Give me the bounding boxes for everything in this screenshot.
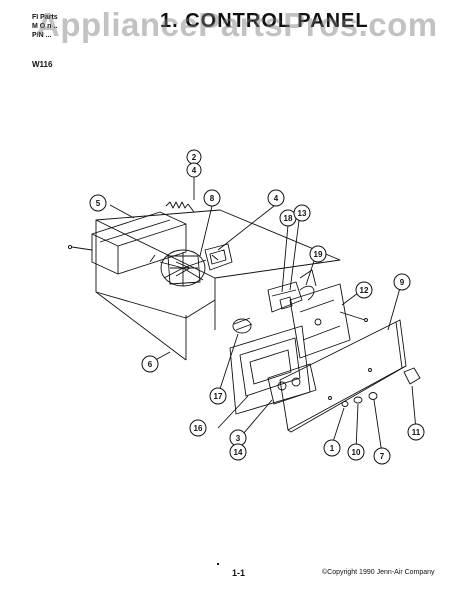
duct-bracket [67,211,187,275]
callout-14 [229,443,247,461]
callout-11 [407,423,425,441]
fan-motor-assembly [149,249,219,287]
callout-16 [189,419,207,437]
callout-17 [209,387,227,405]
page-number: 1-1 [232,568,246,578]
switch-assembly [267,269,317,313]
knob-hub [232,317,253,334]
callout-label: 8 [210,194,215,203]
callout-label: 5 [96,199,101,208]
callout-label: 7 [380,452,385,461]
control-box-housing [95,209,341,361]
callout-6 [141,355,159,373]
callout-label: 12 [360,286,369,295]
callout-4 [267,189,285,207]
callout-label: 14 [234,448,243,457]
callout-label: 1 [330,444,335,453]
callout-label: 17 [214,392,223,401]
callout-markers [89,149,425,465]
callout-10 [347,443,365,461]
callout-labels: 2 4 5 8 4 18 13 19 9 12 6 17 16 3 14 1 1… [96,153,421,461]
callout-label: 10 [352,448,361,457]
callout-label: 3 [236,434,241,443]
callout-1 [323,439,341,457]
small-knobs [341,367,421,407]
callout-12 [355,281,373,299]
scan-speck [217,563,219,565]
watermark: AppliancePartsPros.com [36,6,438,43]
front-panel [279,319,407,433]
callout-13 [293,204,311,222]
header-line-2: M O n .. [32,23,58,30]
page-title: 1. CONTROL PANEL [160,10,369,32]
copyright-notice: ©Copyright 1990 Jenn-Air Company [322,569,435,576]
callout-label: 4 [192,166,197,175]
callout-9 [393,273,411,291]
callout-5 [89,194,107,212]
callout-7 [373,447,391,465]
header-line-3: P/N ... [32,32,52,39]
callout-label: 9 [400,278,405,287]
callout-19 [309,245,327,263]
leader-lines [109,174,417,455]
spring-screw [165,201,195,213]
callout-label: 11 [412,428,421,437]
callout-8 [203,189,221,207]
mounting-bracket [289,283,368,359]
callout-label: 6 [148,360,153,369]
callout-label: 13 [298,209,307,218]
header-line-1: FI Parts [32,14,58,21]
model-number: W116 [32,60,53,69]
callout-label: 4 [274,194,279,203]
callout-label: 19 [314,250,323,259]
callout-label: 2 [192,153,197,162]
callout-4-top [186,162,202,178]
callout-label: 16 [194,424,203,433]
gasket [204,243,233,271]
inner-frame [229,325,311,415]
callout-label: 18 [284,214,293,223]
